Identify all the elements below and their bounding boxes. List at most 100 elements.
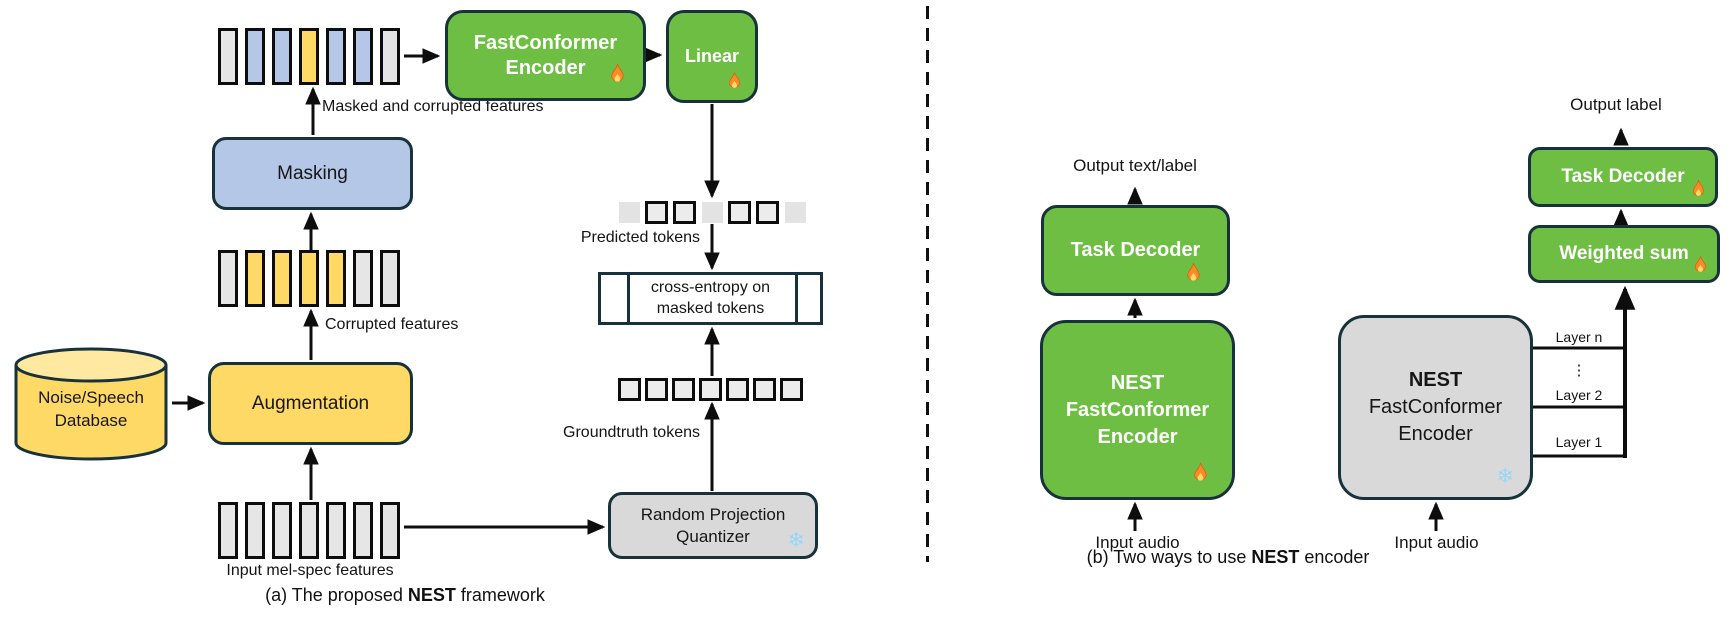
predicted-tokens-row [618,201,806,224]
caption-a-prefix: (a) The proposed [265,585,408,605]
token-square [753,378,776,401]
way2-encoder-line1: NEST [1408,369,1463,391]
database-line1: Noise/Speech [38,388,144,407]
feature-bar [272,250,292,307]
feature-bar [218,250,238,307]
rpq-line2: Quantizer [676,526,750,546]
feature-bar [353,502,373,559]
predicted-tokens-label: Predicted tokens [580,229,700,246]
feature-bar [245,28,265,85]
feature-bar [272,28,292,85]
feature-bar [299,250,319,307]
masking-box: Masking [212,137,413,210]
weighted-sum-label: Weighted sum [1559,243,1689,265]
cross-entropy-divider-right [795,275,798,322]
token-square [672,378,695,401]
feature-bar [326,502,346,559]
feature-bar [380,250,400,307]
caption-a-suffix: framework [455,585,545,605]
feature-bar [380,502,400,559]
way1-nest-encoder-box: NEST FastConformer Encoder [1040,320,1235,500]
caption-a-bold: NEST [407,585,456,605]
feature-bar [272,502,292,559]
cross-entropy-line1: cross-entropy on [650,278,771,296]
caption-b-suffix: encoder [1299,547,1370,567]
fastconformer-line1: FastConformer [473,31,618,54]
augmentation-box: Augmentation [208,362,413,445]
feature-bar [218,502,238,559]
flame-icon [608,63,627,86]
way2-task-decoder-label: Task Decoder [1561,166,1685,188]
way2-nest-encoder-box: NEST FastConformer Encoder ❄ [1338,315,1533,500]
layer-n-label: Layer n [1555,329,1603,345]
way1-task-decoder-box: Task Decoder [1041,205,1230,296]
corrupted-features-row [218,250,400,307]
flame-icon [1692,255,1709,276]
feature-bar [299,28,319,85]
caption-b-bold: NEST [1251,547,1300,567]
token-square [619,202,640,223]
cross-entropy-divider-left [627,275,630,322]
fastconformer-line2: Encoder [505,56,586,79]
way2-encoder-line2: FastConformer [1368,396,1503,418]
flame-icon [726,71,743,92]
feature-bar [245,502,265,559]
feature-bar [326,28,346,85]
token-square [702,202,723,223]
way1-encoder-line3: Encoder [1097,425,1178,448]
random-projection-quantizer-box: Random Projection Quantizer ❄ [608,492,818,559]
token-square [726,378,749,401]
layer-1-label: Layer 1 [1555,434,1603,450]
way1-encoder-line1: NEST [1110,371,1165,394]
flame-icon [1191,462,1210,485]
cross-entropy-line2: masked tokens [656,299,765,317]
way1-input-audio-label: Input audio [1095,533,1180,552]
feature-bar [353,250,373,307]
feature-bar [245,250,265,307]
masking-label: Masking [277,162,348,184]
caption-b-prefix: (b) Two ways to use [1086,547,1252,567]
layer-ellipsis: ⋮ [1571,362,1587,379]
caption-b: (b) Two ways to use NEST encoder [998,547,1458,568]
feature-bar [326,250,346,307]
corrupted-features-label: Corrupted features [325,316,459,333]
groundtruth-tokens-row [618,378,803,401]
augmentation-label: Augmentation [251,392,370,414]
feature-bar [380,28,400,85]
way1-output-label: Output text/label [1073,156,1197,175]
rpq-line1: Random Projection [640,505,786,525]
token-square [618,378,641,401]
way2-input-audio-label: Input audio [1394,533,1479,552]
way2-output-label: Output label [1570,95,1662,114]
panel-divider [926,6,929,562]
token-square [756,201,779,224]
feature-bar [218,28,238,85]
database-label: Noise/Speech Database [12,387,170,433]
weighted-sum-box: Weighted sum [1528,225,1720,283]
database-cylinder-icon [14,347,168,461]
snowflake-icon: ❄ [787,529,805,552]
token-square [645,378,668,401]
flame-icon [1690,179,1707,200]
input-melspec-row [218,502,400,559]
feature-bar [299,502,319,559]
layer-2-label: Layer 2 [1555,387,1603,403]
way2-encoder-line3: Encoder [1398,423,1473,445]
token-square [673,201,696,224]
feature-bar [353,28,373,85]
linear-label: Linear [684,46,740,67]
flame-icon [1184,262,1203,285]
masked-features-row [218,28,400,85]
way2-task-decoder-box: Task Decoder [1528,147,1718,207]
fastconformer-encoder-box: FastConformer Encoder [445,10,646,101]
token-square [699,378,722,401]
token-square [780,378,803,401]
way1-task-decoder-label: Task Decoder [1070,239,1201,261]
token-square [645,201,668,224]
input-melspec-label: Input mel-spec features [226,562,394,579]
noise-speech-database: Noise/Speech Database [12,343,170,467]
token-square [728,201,751,224]
snowflake-icon: ❄ [1496,465,1514,488]
database-line2: Database [54,410,128,430]
